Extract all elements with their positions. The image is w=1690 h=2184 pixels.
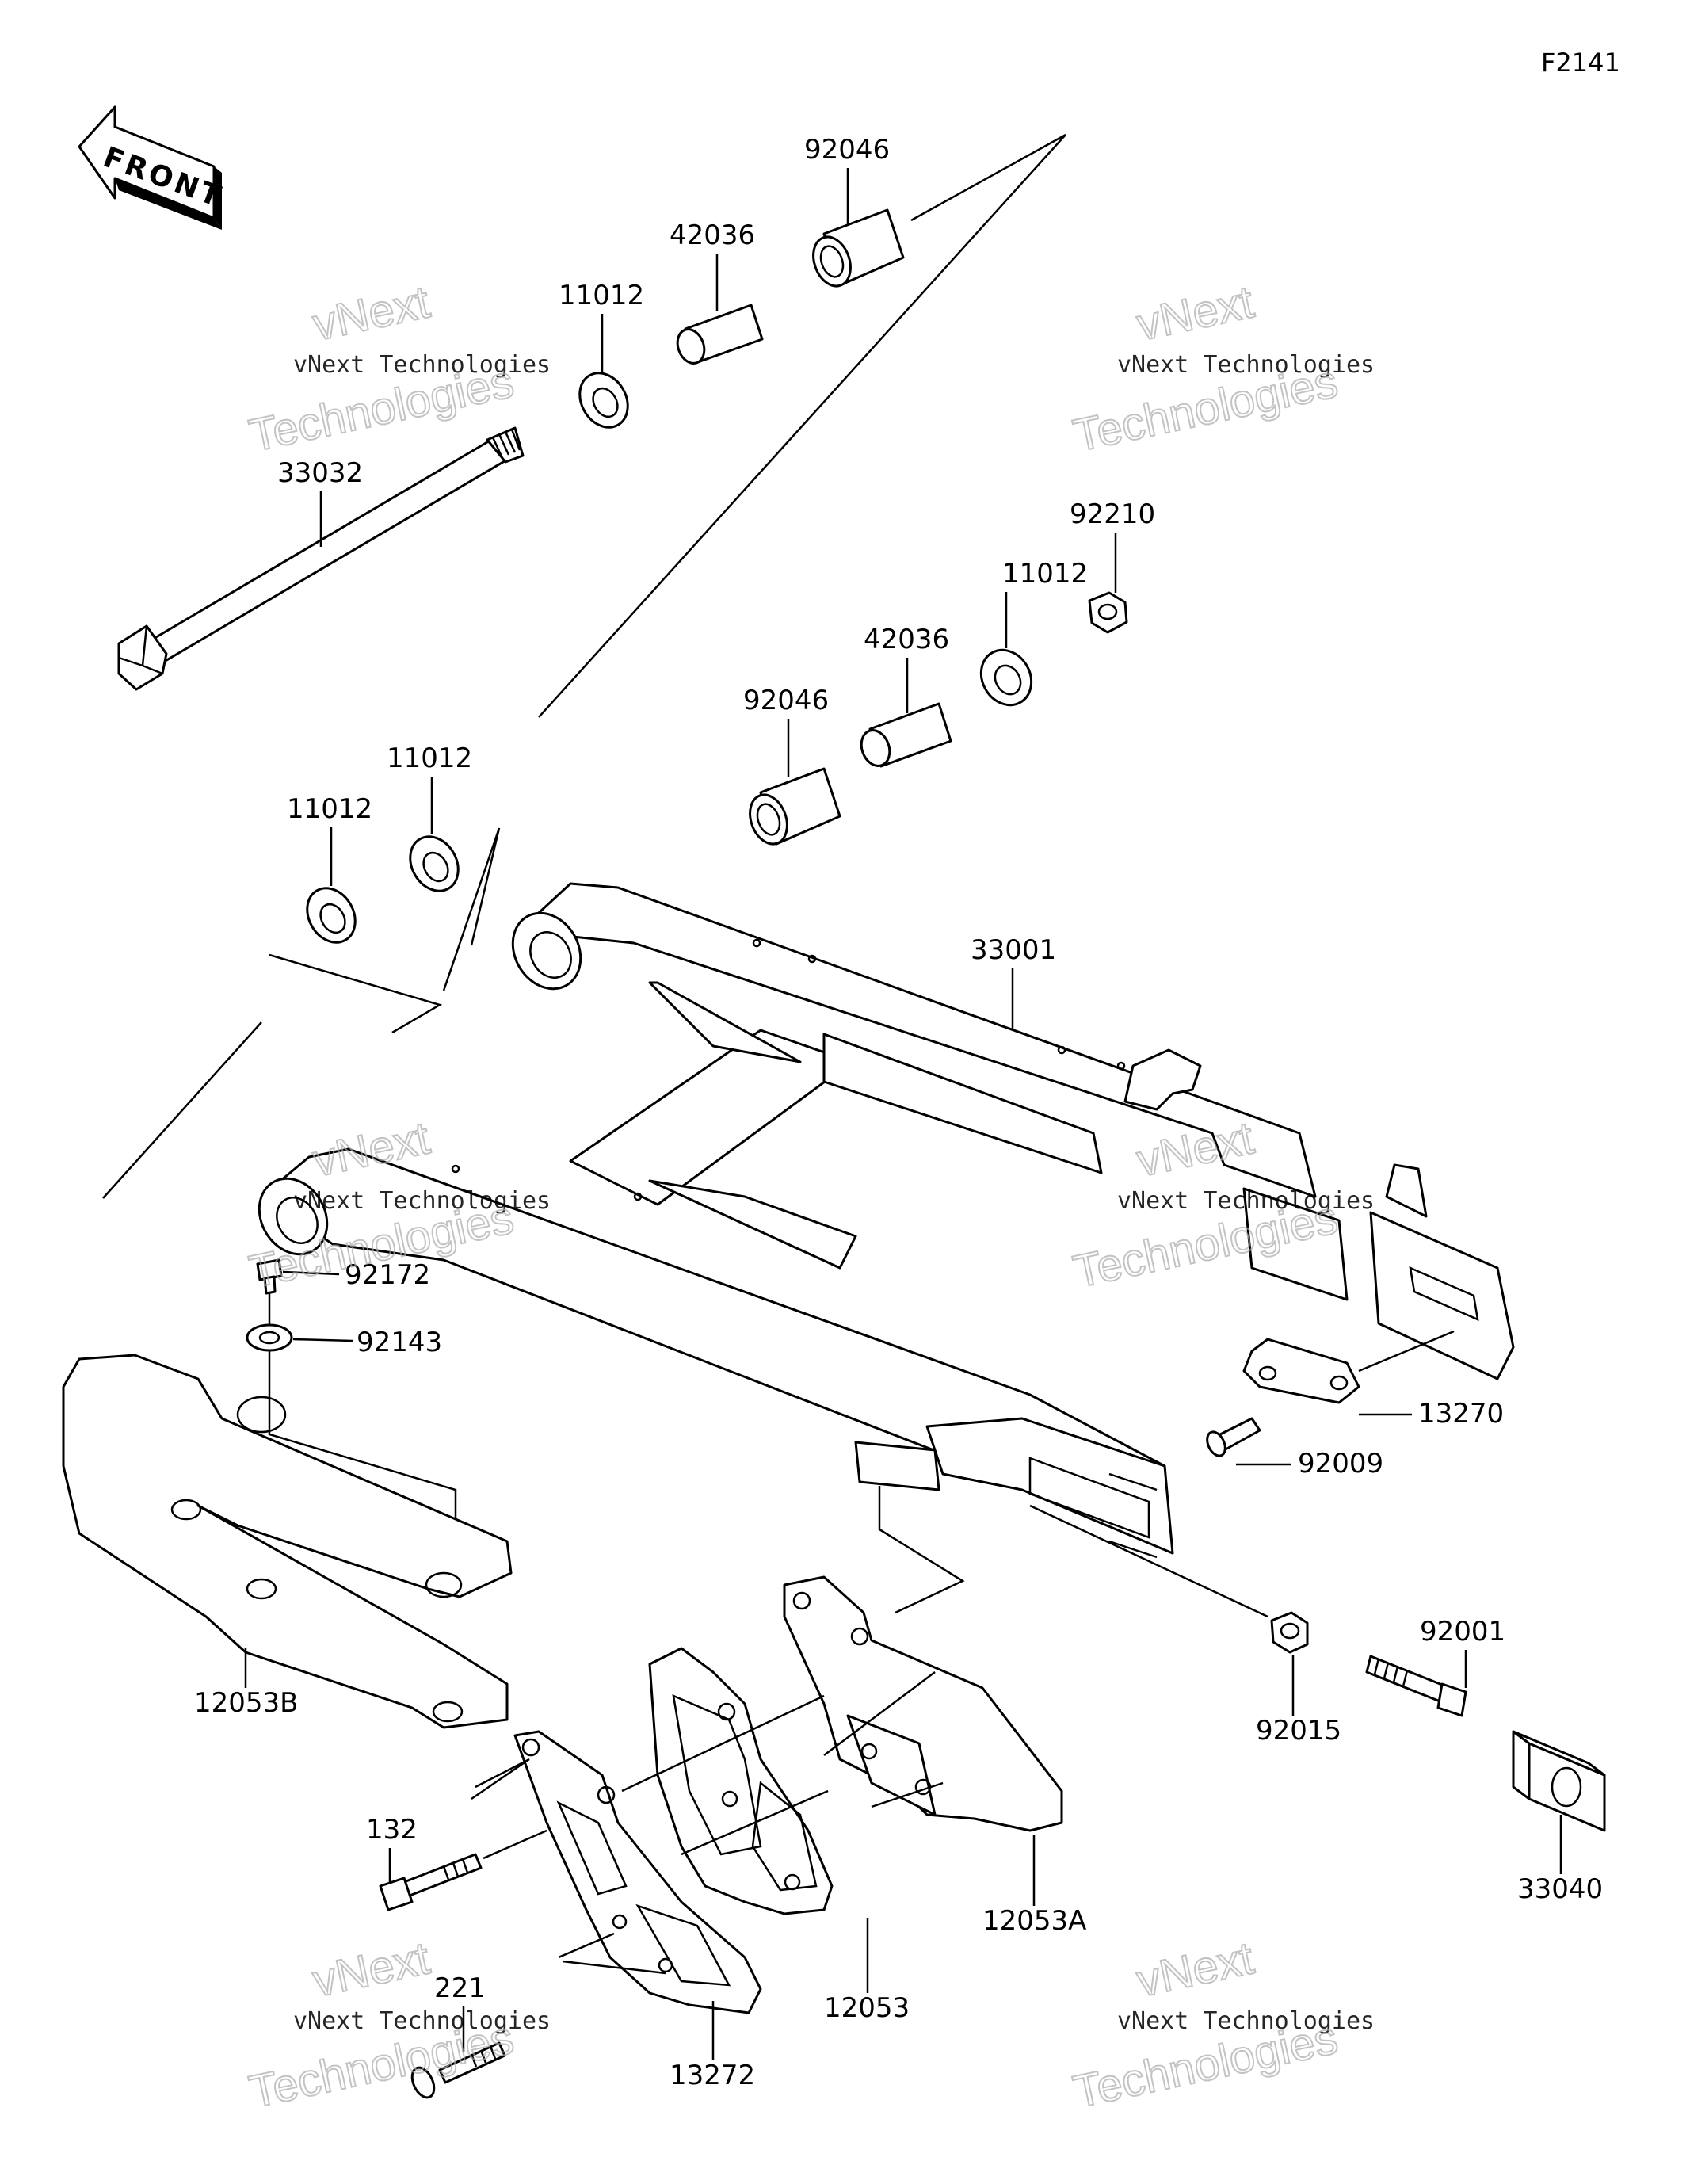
block-33040 [1512, 1730, 1606, 1832]
callout-92009: 92009 [1298, 1448, 1383, 1480]
chain-guide-12053B [62, 1354, 513, 1729]
callout-92172: 92172 [345, 1259, 430, 1291]
screw-221 [410, 2041, 506, 2099]
washer-92143 [246, 1323, 293, 1352]
figure-code: F2141 [1541, 48, 1620, 78]
nut-92015 [1270, 1611, 1309, 1654]
watermark-bottom-left: vNext vNext Technologies Technologies [244, 1931, 551, 2118]
bushing-92046-middle [749, 767, 841, 846]
callout-11012-right: 11012 [1002, 558, 1088, 590]
callout-13272: 13272 [670, 2060, 755, 2091]
svg-text:vNext: vNext [308, 1932, 434, 2006]
seal-11012-left-middle [409, 835, 460, 892]
callout-92001: 92001 [1420, 1616, 1505, 1648]
callout-12053: 12053 [824, 1992, 910, 2024]
callout-11012-left-lower: 11012 [287, 793, 372, 825]
svg-text:vNext Technologies: vNext Technologies [1117, 351, 1375, 379]
callout-33040: 33040 [1517, 1873, 1603, 1905]
bushing-92046-top [812, 208, 905, 288]
callout-33032: 33032 [277, 457, 363, 489]
collar-42036-middle [860, 702, 952, 768]
callout-42036-middle: 42036 [864, 624, 949, 655]
callout-92046-middle: 92046 [743, 685, 829, 716]
svg-text:vNext: vNext [308, 276, 434, 350]
seal-11012-left-lower [306, 887, 357, 944]
callout-11012-left-middle: 11012 [387, 743, 472, 774]
callout-221: 221 [434, 1972, 486, 2004]
watermark-top-right: vNext vNext Technologies Technologies [1068, 275, 1375, 462]
callout-33001: 33001 [971, 934, 1056, 966]
bolt-132 [379, 1853, 483, 1911]
callout-11012-top: 11012 [559, 280, 644, 311]
callout-13270: 13270 [1418, 1398, 1504, 1430]
screw-92009 [1206, 1417, 1261, 1457]
watermark-bottom-right: vNext vNext Technologies Technologies [1068, 1931, 1375, 2118]
callout-92143: 92143 [357, 1327, 442, 1358]
front-arrow-icon: FRONT [78, 105, 227, 230]
plate-13270 [1242, 1338, 1360, 1404]
pivot-guide-line-upper [538, 133, 1066, 718]
chain-guide-12053A [783, 1575, 1063, 1832]
seal-11012-right [979, 648, 1033, 707]
chain-guide-12053 [648, 1647, 834, 1915]
svg-text:vNext Technologies: vNext Technologies [293, 351, 551, 379]
nut-92210 [1088, 591, 1128, 634]
pivot-guide-line-left [269, 827, 501, 1034]
svg-text:vNext: vNext [1132, 1932, 1258, 2006]
plate-13272 [513, 1730, 762, 2014]
collar-42036-top [676, 304, 764, 365]
callout-12053A: 12053A [982, 1905, 1086, 1937]
callout-92210: 92210 [1070, 498, 1155, 530]
callout-92015: 92015 [1256, 1715, 1341, 1747]
pivot-shaft-33032 [117, 426, 525, 691]
svg-text:vNext Technologies: vNext Technologies [293, 1187, 551, 1215]
swingarm-33001 [258, 882, 1515, 1559]
screw-92172 [256, 1258, 283, 1295]
callout-92046-top: 92046 [804, 134, 890, 166]
svg-text:vNext Technologies: vNext Technologies [293, 2007, 551, 2035]
svg-text:vNext Technologies: vNext Technologies [1117, 2007, 1375, 2035]
pivot-guide-line-lower [102, 1021, 262, 1199]
svg-text:vNext: vNext [1132, 276, 1258, 350]
callout-42036-top: 42036 [670, 220, 755, 251]
callout-132: 132 [366, 1814, 418, 1846]
callouts: 92046 42036 11012 33032 92210 11012 4203… [194, 134, 1603, 2091]
svg-text:vNext Technologies: vNext Technologies [1117, 1187, 1375, 1215]
seal-11012-top [578, 372, 629, 429]
callout-12053B: 12053B [194, 1687, 298, 1719]
svg-text:vNext: vNext [1132, 1112, 1258, 1186]
bolt-92001 [1365, 1655, 1467, 1717]
